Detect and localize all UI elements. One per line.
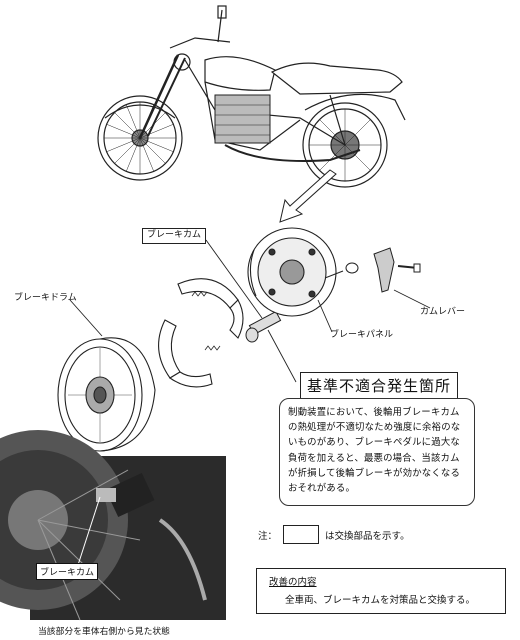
replacement-legend-box	[283, 525, 320, 544]
note-suffix: は交換部品を示す。	[325, 530, 410, 542]
photo-caption: 当該部分を車体右側から見た状態	[38, 627, 170, 637]
brake-panel-drawing	[247, 227, 337, 317]
remedy-box: 改善の内容 全車両、ブレーキカムを対策品と交換する。	[256, 568, 506, 614]
replacement-note: 注： は交換部品を示す。	[258, 525, 410, 544]
defect-description: 制動装置において、後輪用ブレーキカムの熱処理が不適切なため強度に余裕のないものが…	[279, 398, 475, 506]
brake-drum-drawing	[57, 337, 156, 452]
note-prefix: 注：	[258, 530, 278, 542]
defect-location-title: 基準不適合発生箇所	[300, 372, 459, 399]
leader-lines	[69, 239, 431, 383]
brake-drum-label: ブレーキドラム	[14, 293, 77, 303]
cam-lever-label: カムレバー	[420, 307, 466, 317]
motorcycle-illustration	[97, 5, 406, 188]
brake-panel-label: ブレーキパネル	[330, 330, 394, 340]
brake-shoes-drawing	[158, 278, 244, 388]
remedy-text: 全車両、ブレーキカムを対策品と交換する。	[285, 595, 476, 606]
zoom-arrow	[279, 169, 337, 223]
cam-lever-drawing	[324, 247, 421, 293]
remedy-title: 改善の内容	[269, 577, 317, 588]
brake-cam-label: ブレーキカム	[142, 228, 207, 244]
photo-inset	[0, 430, 226, 621]
brake-cam-drawing	[245, 310, 282, 343]
photo-brake-cam-label: ブレーキカム	[36, 563, 99, 580]
